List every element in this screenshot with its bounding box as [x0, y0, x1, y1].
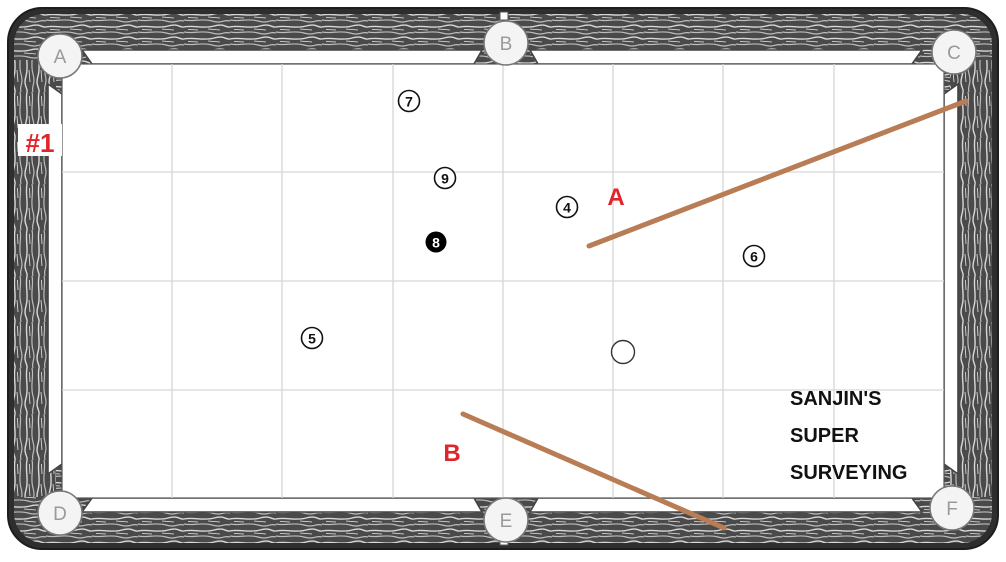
- ball-8: 8: [426, 232, 447, 253]
- ball-6: 6: [744, 246, 765, 267]
- pocket-label-c: C: [947, 43, 961, 64]
- pocket-label-f: F: [946, 499, 958, 520]
- pocket-label-a: A: [54, 47, 67, 68]
- brand-line-3: SURVEYING: [790, 462, 907, 484]
- pocket-c: C: [932, 30, 976, 74]
- cue-stick-label-a: A: [607, 184, 624, 211]
- ball-label-6: 6: [750, 249, 758, 265]
- cue-ball: [612, 341, 635, 364]
- pocket-f: F: [930, 486, 974, 530]
- ball-4: 4: [557, 197, 578, 218]
- pocket-d: D: [38, 491, 82, 535]
- pocket-b: B: [484, 21, 528, 65]
- cue-stick-label-b: B: [443, 440, 460, 467]
- ball-label-7: 7: [405, 94, 413, 110]
- ball-label-9: 9: [441, 171, 449, 187]
- ball-7: 7: [399, 91, 420, 112]
- pocket-label-e: E: [500, 511, 513, 532]
- brand-line-1: SANJIN'S: [790, 388, 881, 410]
- ball-5: 5: [302, 328, 323, 349]
- pocket-label-b: B: [500, 34, 513, 55]
- ball-9: 9: [435, 168, 456, 189]
- brand-line-2: SUPER: [790, 425, 859, 447]
- ball-label-4: 4: [563, 200, 571, 216]
- pocket-e: E: [484, 498, 528, 542]
- diamond-label: #1: [26, 128, 55, 158]
- ball-label-8: 8: [432, 235, 440, 251]
- pocket-label-d: D: [53, 504, 67, 525]
- ball-label-5: 5: [308, 331, 316, 347]
- pocket-a: A: [38, 34, 82, 78]
